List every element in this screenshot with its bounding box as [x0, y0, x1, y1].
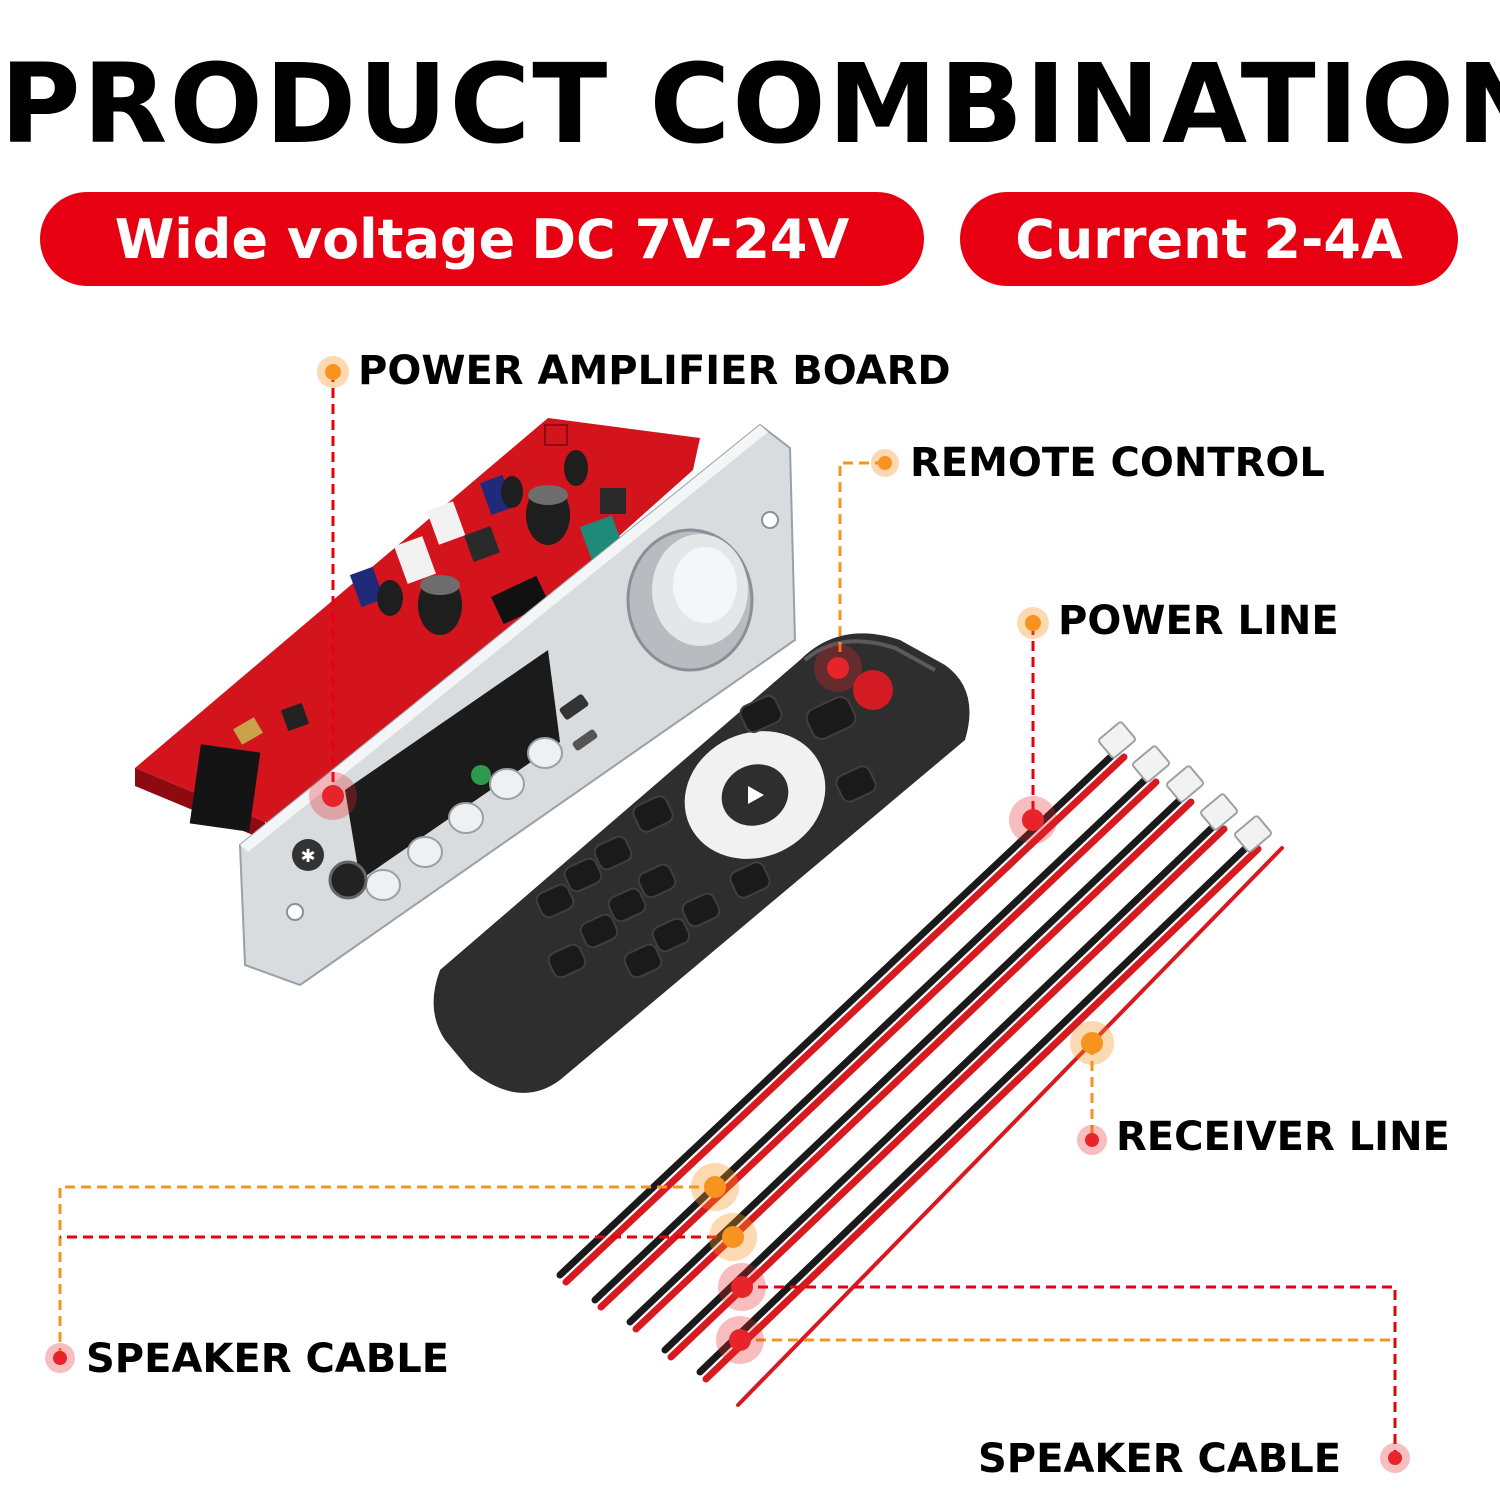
label-power-line: POWER LINE [1058, 598, 1339, 644]
pcb-components [233, 424, 627, 745]
remote-control [433, 633, 970, 1093]
label-remote-control: REMOTE CONTROL [910, 440, 1325, 486]
label-speaker-cable-left: SPEAKER CABLE [86, 1336, 450, 1382]
callout-markers [45, 356, 1410, 1473]
aux-jack [471, 765, 491, 785]
voltage-badge-label: Wide voltage [114, 207, 516, 271]
voltage-badge-value: DC 7V-24V [531, 207, 850, 271]
display-window [345, 650, 560, 880]
cable-connectors [1098, 721, 1272, 853]
amplifier-board: ✱ [135, 418, 797, 987]
current-badge-value: 2-4A [1263, 207, 1403, 271]
cables [556, 721, 1284, 1407]
current-badge-label: Current [1015, 207, 1248, 271]
page-title: PRODUCT COMBINATION [0, 40, 1500, 168]
remote-keys [535, 694, 877, 979]
label-power-amplifier-board: POWER AMPLIFIER BOARD [358, 348, 951, 394]
label-speaker-cable-right: SPEAKER CABLE [978, 1436, 1342, 1482]
current-badge: Current 2-4A [960, 192, 1458, 286]
label-receiver-line: RECEIVER LINE [1116, 1114, 1450, 1160]
callout-leaders [58, 372, 1397, 1458]
remote-power-button [853, 670, 893, 710]
voltage-badge: Wide voltage DC 7V-24V [40, 192, 924, 286]
headphone-jack [328, 860, 368, 900]
volume-knob [626, 528, 754, 672]
svg-text:✱: ✱ [300, 846, 315, 867]
